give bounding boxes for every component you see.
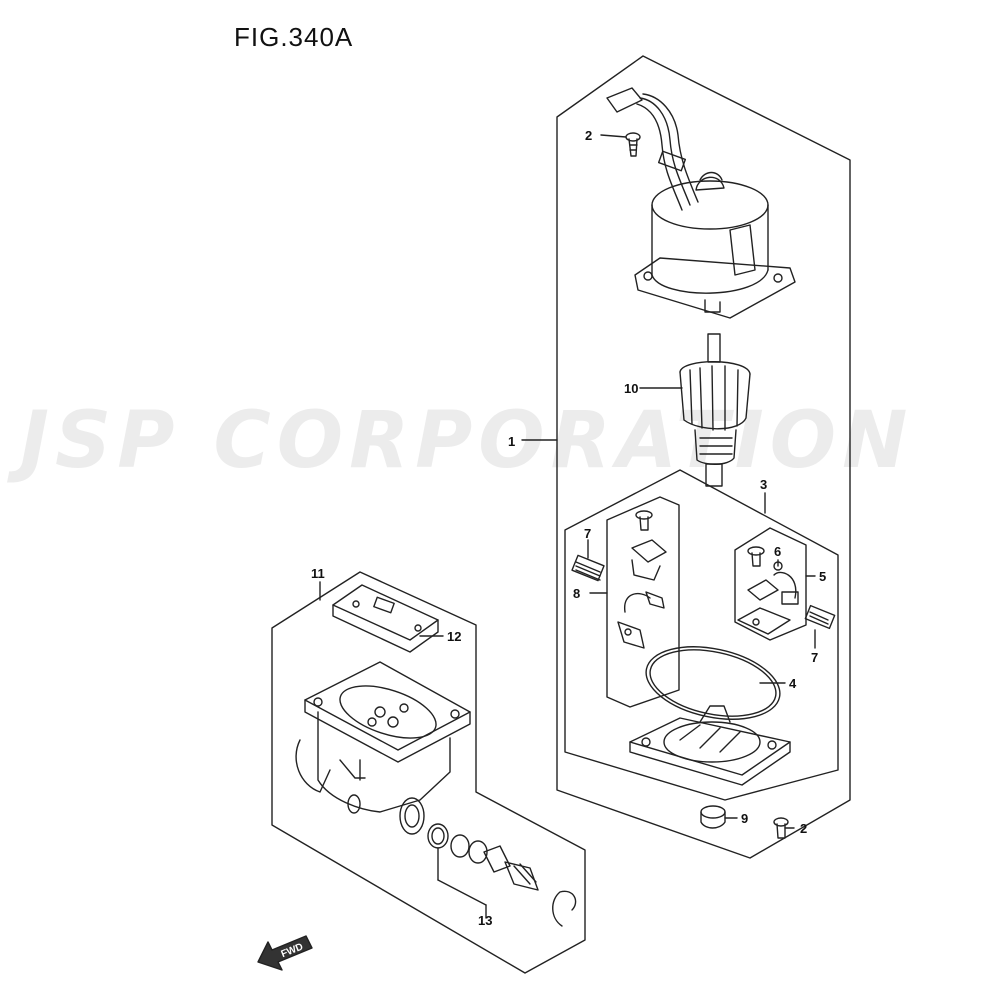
- group-3-outline: [564, 469, 839, 801]
- subgroup-8-outline: [606, 496, 680, 708]
- brush-part-5-6: [737, 546, 799, 635]
- callout-5: 5: [819, 569, 826, 584]
- callout-2-top: 2: [585, 128, 592, 143]
- group-1-outline: [556, 55, 851, 859]
- callout-7-right: 7: [811, 650, 818, 665]
- callout-7-left: 7: [584, 526, 591, 541]
- fwd-label: FWD: [280, 941, 305, 960]
- bushing-9: [700, 805, 726, 829]
- o-ring-4: [645, 646, 781, 720]
- figure-title: FIG.340A: [234, 22, 354, 52]
- callout-2-bottom: 2: [800, 821, 807, 836]
- group-11-outline: [271, 571, 586, 974]
- callout-10: 10: [624, 381, 638, 396]
- plate-12: [332, 584, 439, 653]
- callout-13: 13: [478, 913, 492, 928]
- callout-8: 8: [573, 586, 580, 601]
- callout-1: 1: [508, 434, 515, 449]
- callout-3: 3: [760, 477, 767, 492]
- spring-7-left: [571, 554, 605, 582]
- armature-10: [679, 333, 751, 487]
- valve-parts-13: [427, 823, 577, 927]
- motor-housing: [634, 171, 796, 319]
- callout-6: 6: [774, 544, 781, 559]
- callout-12: 12: [447, 629, 461, 644]
- watermark-text: JSP CORPORATION: [20, 396, 914, 486]
- motor-wire-harness: [606, 87, 699, 211]
- motor-end-plate: [629, 705, 791, 786]
- pump-housing: [295, 661, 471, 835]
- leader-lines: [319, 134, 816, 919]
- spring-7-right: [804, 604, 836, 630]
- subgroup-5-6-outline: [734, 527, 807, 641]
- callout-11: 11: [311, 566, 325, 581]
- callout-9: 9: [741, 811, 748, 826]
- brush-holder-8: [617, 510, 667, 649]
- screw-2-top: [625, 132, 641, 157]
- callout-4: 4: [789, 676, 797, 691]
- screw-2-bottom: [773, 817, 789, 839]
- fwd-arrow-icon: [257, 935, 313, 971]
